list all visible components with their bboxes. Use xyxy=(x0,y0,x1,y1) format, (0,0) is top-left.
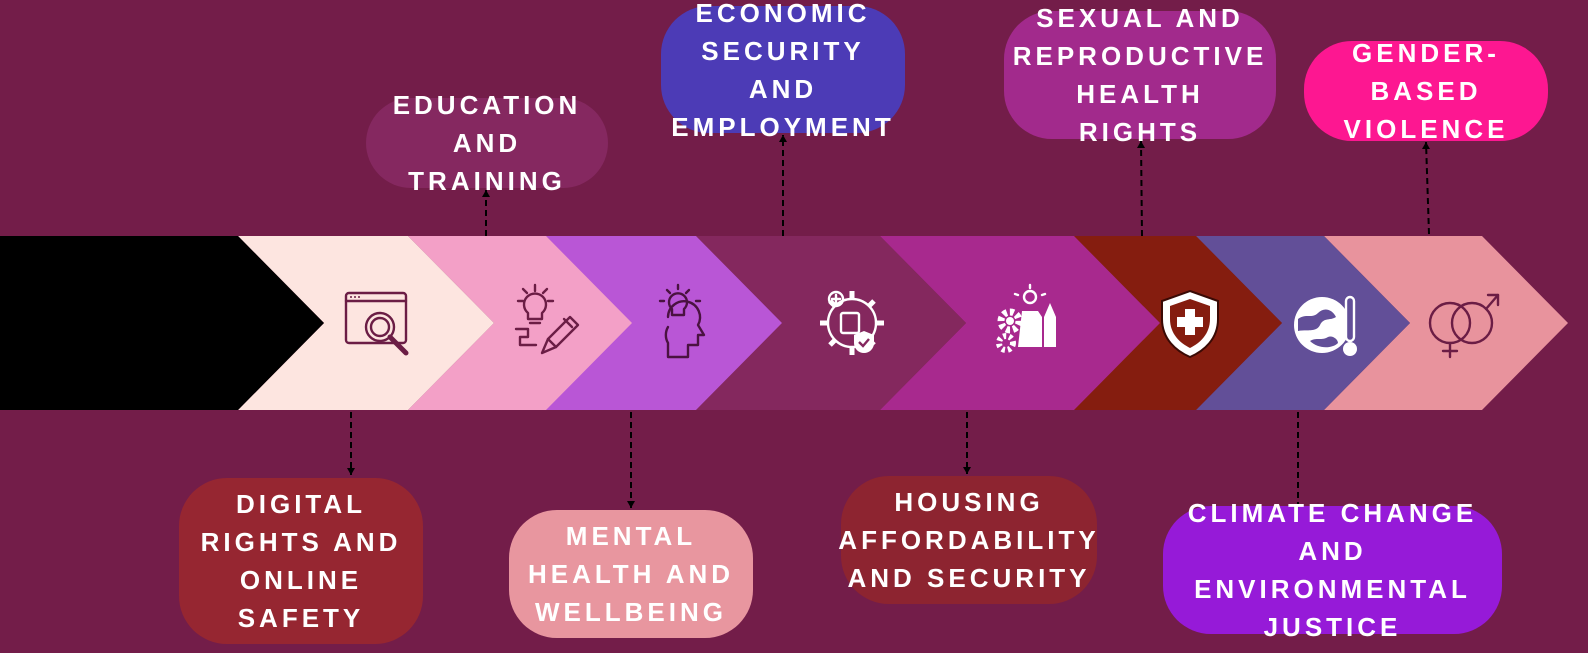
gender-symbols-icon xyxy=(1428,293,1500,359)
label-sexual: SEXUAL AND REPRODUCTIVE HEALTH RIGHTS xyxy=(1004,3,1276,147)
label-digital: DIGITAL RIGHTS AND ONLINE SAFETY xyxy=(179,478,423,644)
chevron-education xyxy=(408,236,632,410)
gears-ideas-icon xyxy=(996,283,1056,353)
label-economic: ECONOMIC SECURITY AND EMPLOYMENT xyxy=(661,0,905,142)
label-gender: GENDER-BASED VIOLENCE xyxy=(1304,38,1548,144)
connector-arrowhead xyxy=(1422,142,1430,149)
earth-thermometer-icon xyxy=(1294,295,1357,356)
connector-arrowhead xyxy=(347,468,355,475)
label-mental: MENTAL HEALTH AND WELLBEING xyxy=(509,510,753,638)
chevron-mental xyxy=(545,236,782,410)
chevron-gender xyxy=(1324,236,1568,410)
gear-business-icon xyxy=(820,290,884,355)
connector-arrowhead xyxy=(963,467,971,474)
connector-arrowhead xyxy=(779,135,787,142)
connector-sexual xyxy=(1140,140,1143,237)
connector-arrowhead xyxy=(627,501,635,508)
connector-arrowhead xyxy=(482,190,490,197)
medical-shield-icon xyxy=(1161,289,1219,359)
chevron-economic xyxy=(696,236,966,410)
connector-gender xyxy=(1425,141,1430,235)
lightbulb-pencil-icon xyxy=(514,283,580,355)
label-climate: CLIMATE CHANGE AND ENVIRONMENTAL JUSTICE xyxy=(1163,498,1502,642)
head-lightbulb-icon xyxy=(658,283,706,359)
label-education: EDUCATION AND TRAINING xyxy=(366,90,608,196)
connector-arrowhead xyxy=(1137,141,1145,148)
label-housing: HOUSING AFFORDABILITY AND SECURITY xyxy=(838,476,1097,604)
magnifier-browser-icon xyxy=(344,291,409,356)
chevron-start xyxy=(0,236,324,410)
